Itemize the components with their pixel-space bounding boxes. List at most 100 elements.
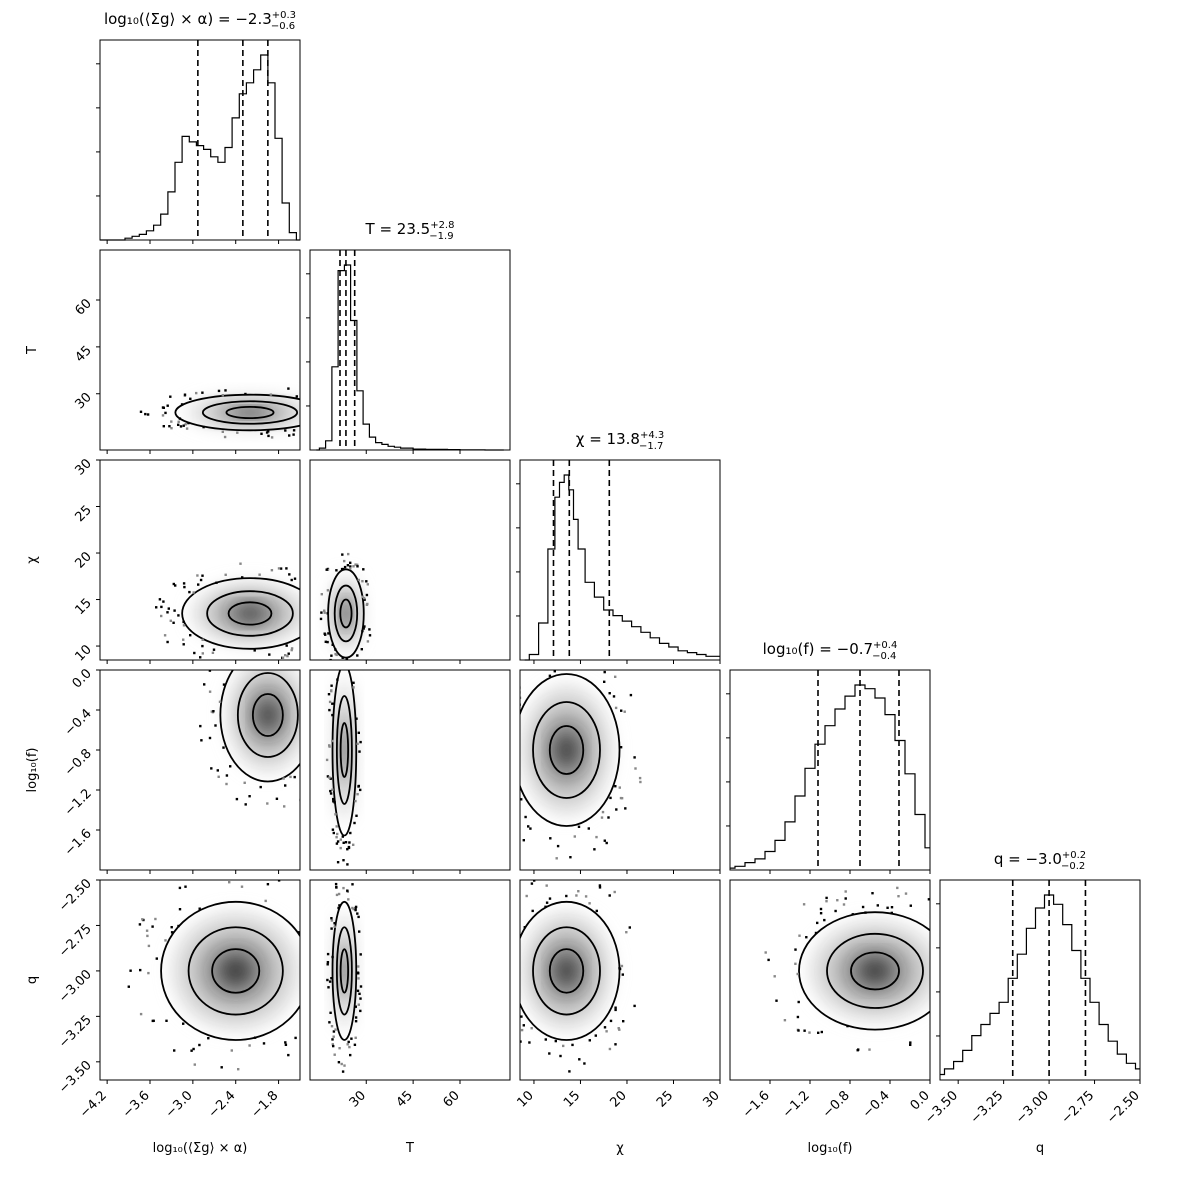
sample-point [607, 816, 610, 819]
sample-point [358, 930, 361, 933]
sample-point [359, 788, 362, 792]
sample-point [603, 1026, 607, 1029]
sample-point [817, 1031, 820, 1034]
sample-point [290, 647, 294, 650]
sample-point [569, 663, 571, 665]
y-tick-label: −2.50 [56, 876, 95, 915]
sample-point [275, 797, 279, 800]
sample-point [356, 565, 359, 568]
contour-level-1 [251, 693, 284, 737]
density-fill-core [233, 605, 267, 622]
sample-point [356, 417, 358, 419]
sample-point [272, 643, 274, 645]
sample-point [356, 654, 359, 657]
sample-point [639, 780, 642, 784]
sample-point [324, 993, 326, 995]
sample-point [331, 702, 334, 705]
sample-point [342, 841, 345, 844]
sample-point [584, 895, 588, 898]
sample-point [886, 906, 889, 909]
sample-point [361, 595, 364, 598]
sample-point [603, 670, 606, 674]
sample-point [578, 1058, 581, 1061]
sample-point [327, 693, 331, 696]
sample-point [515, 715, 517, 717]
contour-level-1 [548, 948, 585, 994]
density-frame [729, 879, 931, 1081]
sample-point [904, 892, 908, 895]
sample-point [292, 433, 295, 436]
sample-point [625, 931, 628, 934]
sample-point [189, 397, 192, 400]
hist-step-chi [524, 474, 720, 661]
sample-point [198, 1043, 201, 1047]
sample-point [343, 559, 346, 563]
sample-point [336, 840, 340, 843]
sample-point [203, 683, 206, 686]
sample-point [329, 426, 331, 428]
sample-point [612, 695, 616, 698]
sample-point [328, 700, 332, 704]
sample-point [896, 886, 899, 890]
sample-point [505, 918, 507, 920]
sample-point [201, 652, 204, 655]
sample-point [198, 907, 201, 910]
sample-point [127, 985, 130, 988]
sample-point [182, 620, 185, 624]
panel-title-q: q = −3.0+0.2−0.2 [994, 850, 1086, 872]
density-frame [99, 459, 301, 661]
sample-point [330, 654, 333, 657]
sample-point [598, 886, 602, 889]
sample-point [195, 391, 198, 395]
density-fill-core [218, 954, 254, 988]
sample-point [319, 617, 323, 621]
hist-frame-T [309, 249, 511, 451]
sample-point [347, 1040, 350, 1044]
sample-point [565, 894, 568, 898]
sample-point [871, 892, 874, 895]
sample-point [277, 880, 281, 882]
sample-point [266, 802, 269, 805]
sample-point [177, 614, 180, 617]
sample-point [282, 777, 285, 780]
sample-point [357, 1003, 360, 1006]
sample-point [335, 893, 339, 897]
sample-point [349, 565, 352, 568]
sample-point [517, 701, 519, 703]
sample-point [166, 611, 169, 614]
sample-point [361, 629, 364, 633]
sample-point [497, 734, 499, 736]
sample-point [797, 1000, 800, 1004]
sample-point [330, 917, 333, 920]
sample-point [316, 647, 318, 649]
sample-point [533, 880, 536, 882]
sample-point [501, 1021, 503, 1023]
sample-point [909, 1043, 912, 1046]
sample-point [356, 742, 359, 745]
sample-point [330, 689, 333, 692]
sample-point [283, 648, 285, 650]
sample-point [304, 764, 306, 766]
sample-point [353, 821, 356, 825]
sample-point [318, 421, 320, 423]
sample-point [350, 666, 352, 668]
density-frame [309, 669, 511, 871]
sample-point [955, 975, 957, 977]
density-panel-logSigma-chi [99, 459, 318, 661]
sample-point [965, 981, 967, 983]
sample-point [166, 640, 169, 644]
sample-point [556, 844, 560, 848]
sample-point [331, 1038, 334, 1041]
sample-point [802, 903, 806, 906]
sample-point [504, 719, 506, 721]
sample-point [328, 708, 331, 712]
hist-frame-chi [519, 459, 721, 661]
sample-point [512, 932, 514, 934]
sample-point [825, 900, 828, 903]
sample-point [352, 843, 355, 846]
sample-point [544, 1038, 547, 1041]
sample-point [224, 389, 227, 392]
sample-point [349, 1053, 352, 1057]
density-frame [309, 459, 511, 661]
